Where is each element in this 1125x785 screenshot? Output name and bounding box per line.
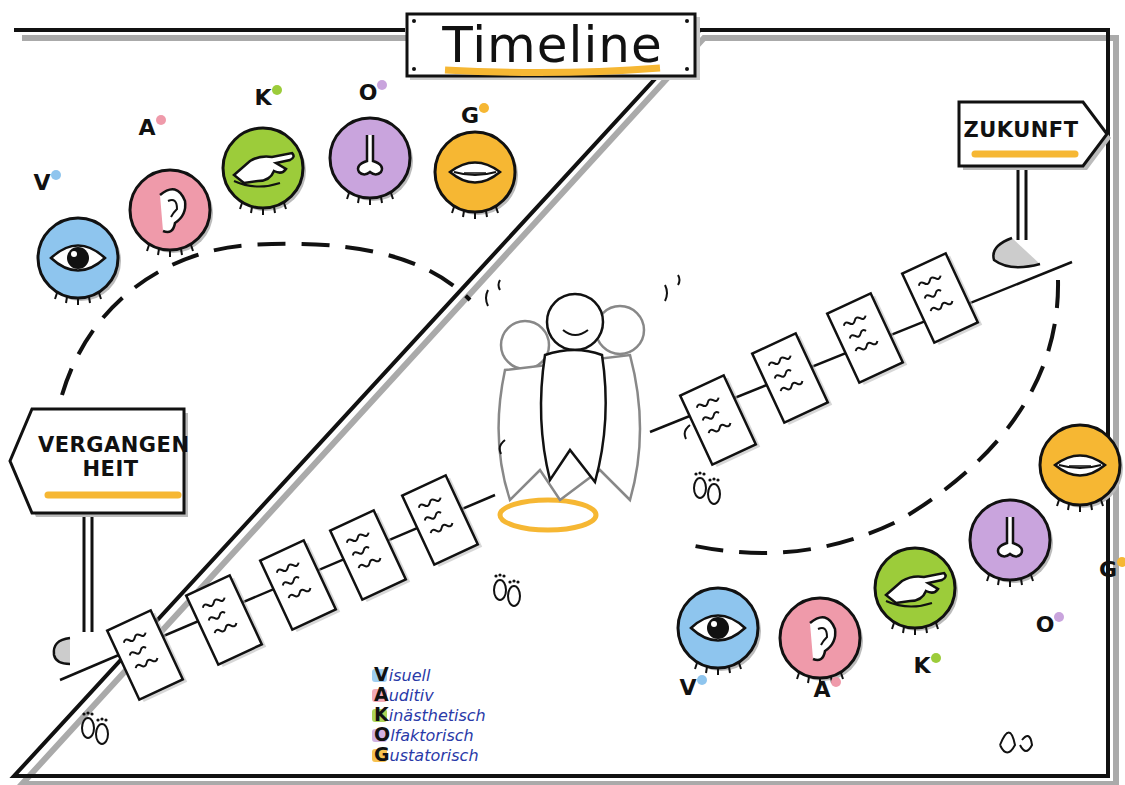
sense-letter: V xyxy=(27,170,57,200)
sense-letter: O xyxy=(1030,612,1060,642)
sense-letter: A xyxy=(807,677,837,707)
circle-outline xyxy=(1037,422,1123,508)
legend-label: Auditiv xyxy=(374,684,434,706)
sign-label: ZUKUNFT xyxy=(961,118,1081,142)
circle-outline xyxy=(967,497,1053,583)
circle-outline xyxy=(777,595,863,681)
sense-letter: G xyxy=(1093,557,1123,587)
circle-outline xyxy=(872,545,958,631)
sense-letter: O xyxy=(353,80,383,110)
sense-letter: K xyxy=(907,653,937,683)
diagram-title: Timeline xyxy=(405,16,700,74)
sense-circle: G xyxy=(1037,422,1123,508)
title-box: Timeline xyxy=(405,12,700,80)
sense-letter: K xyxy=(248,85,278,115)
signpost: VERGANGEN HEIT xyxy=(8,405,188,517)
legend-row: Auditiv xyxy=(372,684,486,704)
legend: VisuellAuditivKinästhetischOlfaktorischG… xyxy=(372,664,486,764)
sense-circle: K xyxy=(872,545,958,631)
circle-outline xyxy=(675,585,761,671)
circle-outline xyxy=(327,115,413,201)
sense-letter: V xyxy=(673,675,703,705)
circle-outline xyxy=(220,125,306,211)
sense-circle: K xyxy=(220,125,306,211)
sense-circle: O xyxy=(967,497,1053,583)
sign-label-group: VERGANGEN HEIT xyxy=(38,433,183,481)
legend-label: Olfaktorisch xyxy=(374,724,474,746)
legend-label: Gustatorisch xyxy=(374,744,479,766)
legend-row: Visuell xyxy=(372,664,486,684)
legend-row: Kinästhetisch xyxy=(372,704,486,724)
circle-outline xyxy=(432,129,518,215)
sense-circle: A xyxy=(127,167,213,253)
legend-label: Kinästhetisch xyxy=(374,704,486,726)
legend-row: Gustatorisch xyxy=(372,744,486,764)
sense-circle: V xyxy=(675,585,761,671)
circle-outline xyxy=(35,215,121,301)
sign-label: VERGANGEN HEIT xyxy=(38,433,183,481)
sign-label-group: ZUKUNFT xyxy=(961,118,1081,142)
circle-outline xyxy=(127,167,213,253)
legend-label: Visuell xyxy=(374,664,430,686)
signpost: ZUKUNFT xyxy=(955,98,1110,170)
sense-letter: A xyxy=(132,115,162,145)
sense-circle: O xyxy=(327,115,413,201)
sense-circle: G xyxy=(432,129,518,215)
sense-circle: V xyxy=(35,215,121,301)
legend-row: Olfaktorisch xyxy=(372,724,486,744)
sense-circle: A xyxy=(777,595,863,681)
sense-letter: G xyxy=(455,103,485,133)
